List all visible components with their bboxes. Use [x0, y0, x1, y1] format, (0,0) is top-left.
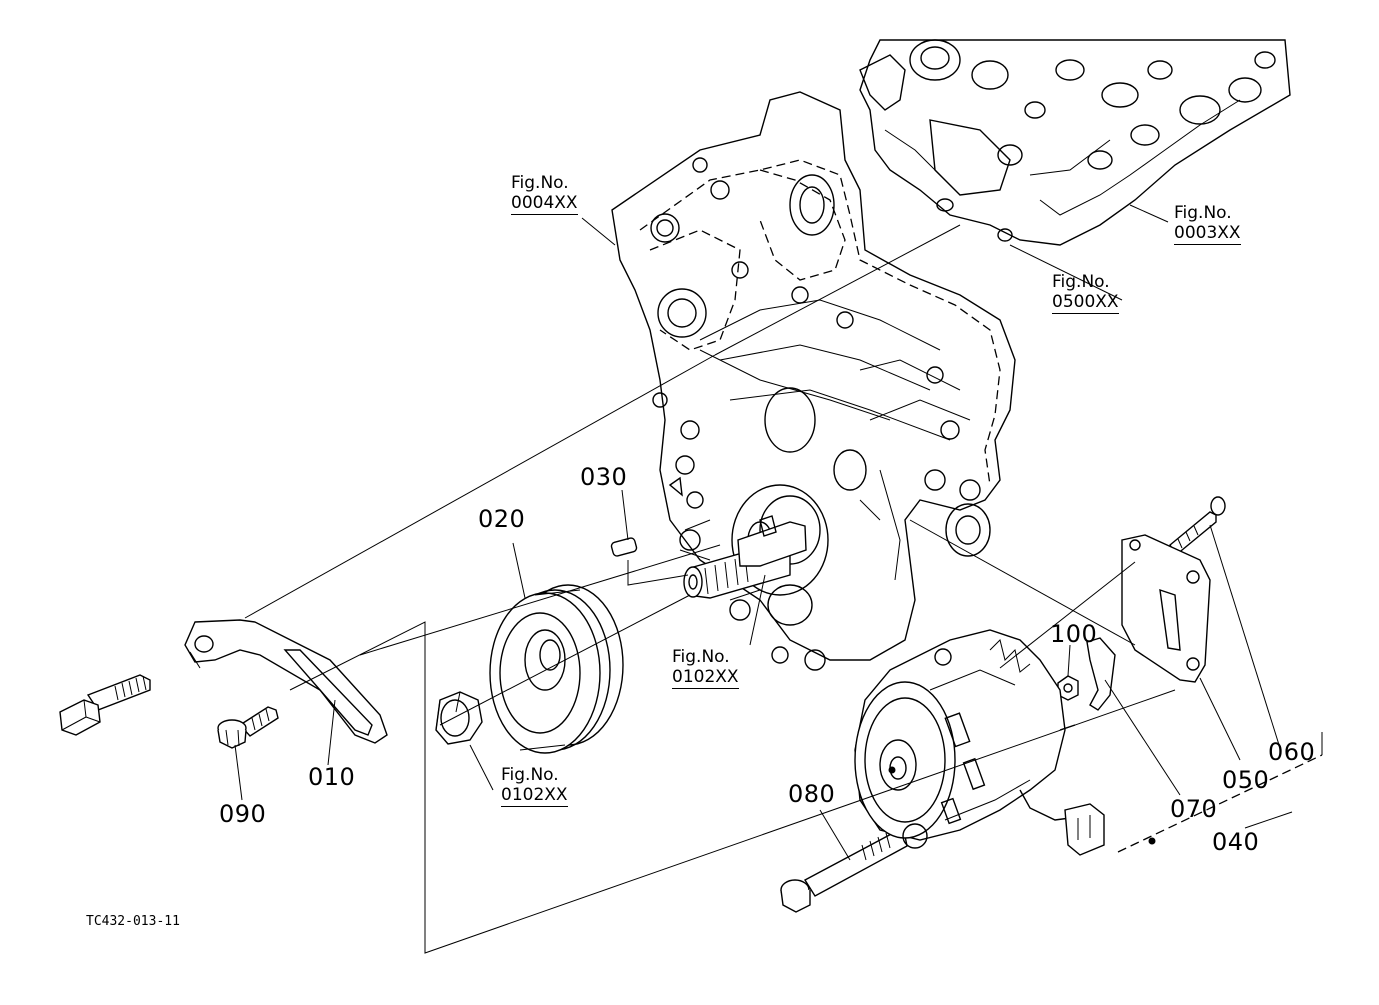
- reference-lines: [244, 224, 1323, 954]
- leader-lines: [234, 204, 1281, 861]
- bolt-090-illustration: [217, 706, 279, 749]
- figure-ref-0003xx: Fig.No. 0003XX: [1174, 203, 1241, 245]
- figure-ref-0102xx-shaft: Fig.No. 0102XX: [672, 647, 739, 689]
- tension-bracket-illustration: [184, 619, 388, 744]
- figure-ref-prefix: Fig.No.: [501, 765, 559, 785]
- part-label-040: 040: [1212, 828, 1260, 856]
- bolt-060-illustration: [1169, 496, 1226, 557]
- crankshaft-end-illustration: [610, 515, 807, 599]
- figure-ref-number: 0003XX: [1174, 223, 1241, 245]
- figure-ref-number: 0004XX: [511, 193, 578, 215]
- figure-ref-0004xx: Fig.No. 0004XX: [511, 173, 578, 215]
- bolt-long-illustration: [59, 674, 151, 736]
- gear-case-illustration: [611, 91, 1016, 671]
- part-label-020: 020: [478, 505, 526, 533]
- cylinder-head-illustration: [859, 39, 1291, 246]
- figure-ref-prefix: Fig.No.: [672, 647, 730, 667]
- figure-ref-0102xx-nut: Fig.No. 0102XX: [501, 765, 568, 807]
- figure-ref-prefix: Fig.No.: [1174, 203, 1232, 223]
- figure-ref-number: 0102XX: [501, 785, 568, 807]
- figure-ref-prefix: Fig.No.: [511, 173, 569, 193]
- part-label-080: 080: [788, 780, 836, 808]
- bolt-080-illustration: [780, 831, 908, 913]
- figure-ref-0500xx: Fig.No. 0500XX: [1052, 272, 1119, 314]
- part-label-010: 010: [308, 763, 356, 791]
- alternator-illustration: [854, 629, 1156, 856]
- part-label-090: 090: [219, 800, 267, 828]
- part-label-050: 050: [1222, 766, 1270, 794]
- part-label-060: 060: [1268, 738, 1316, 766]
- figure-ref-number: 0500XX: [1052, 292, 1119, 314]
- clip-illustration: [1086, 637, 1116, 711]
- part-label-030: 030: [580, 463, 628, 491]
- nut-illustration: [435, 691, 483, 745]
- figure-ref-prefix: Fig.No.: [1052, 272, 1110, 292]
- part-label-070: 070: [1170, 795, 1218, 823]
- pulley-illustration: [489, 584, 624, 754]
- part-label-100: 100: [1050, 620, 1098, 648]
- figure-ref-number: 0102XX: [672, 667, 739, 689]
- drawing-code: TC432-013-11: [86, 914, 180, 929]
- stay-plate-illustration: [1121, 534, 1211, 683]
